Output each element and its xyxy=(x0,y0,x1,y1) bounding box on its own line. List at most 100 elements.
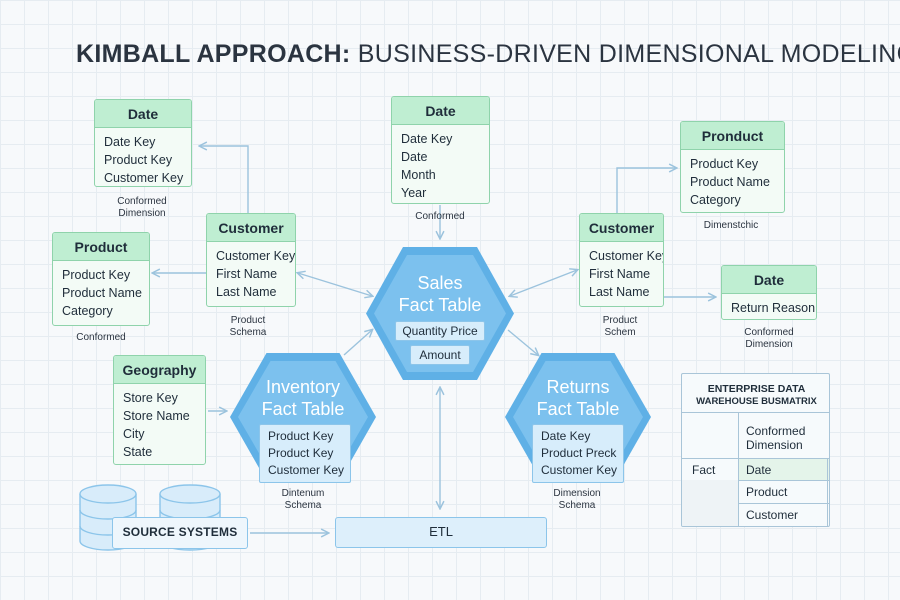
inventory-fact-title: Inventory Fact Table xyxy=(243,376,363,420)
caption-line: Conformed xyxy=(76,332,126,343)
connector-customer-to-sales xyxy=(298,273,372,296)
bus-matrix-title: ENTERPRISE DATA xyxy=(707,383,806,395)
dimension-field: State xyxy=(123,445,153,459)
source-systems-label: SOURCE SYSTEMS xyxy=(112,517,248,549)
customer-dimension-right: Customer Customer Key First Name Last Na… xyxy=(579,213,664,307)
fact-key: Customer Key xyxy=(268,463,345,477)
dimension-field: Date xyxy=(401,150,428,164)
dimension-field: Month xyxy=(401,168,436,182)
dimension-header: Customer xyxy=(580,214,663,242)
etl-box: ETL xyxy=(335,517,547,548)
dimension-field: Category xyxy=(690,193,741,207)
sales-measure-quantity-price: Quantity Price xyxy=(395,321,485,341)
geography-dimension: Geography Store Key Store Name City Stat… xyxy=(113,355,206,465)
fact-key: Product Preck xyxy=(541,446,617,460)
caption-line: Schema xyxy=(558,500,596,511)
inventory-keys: Product Key Product Key Customer Key xyxy=(259,424,351,483)
date-dimension-left: Date Date Key Product Key Customer Key xyxy=(94,99,192,187)
fact-key: Customer Key xyxy=(541,463,618,477)
caption-line: Product xyxy=(602,315,638,326)
dimension-field: Last Name xyxy=(589,285,650,299)
dimension-field: Last Name xyxy=(216,285,277,299)
connector-customer-to-date xyxy=(200,146,249,213)
dimension-header: Pronduct xyxy=(681,122,784,150)
caption-conformed-top: Conformed xyxy=(405,211,475,223)
title-rest: BUSINESS-DRIVEN DIMENSIONAL MODELING xyxy=(357,40,900,68)
sales-fact-title: Sales Fact Table xyxy=(380,272,500,316)
fact-key: Product Key xyxy=(268,429,334,443)
connector-inventory-to-sales xyxy=(343,330,372,356)
caption-line: Dimenstchic xyxy=(703,220,759,231)
returns-fact-title: Returns Fact Table xyxy=(518,376,638,420)
caption-line: Conformed xyxy=(117,196,167,207)
dimension-field: Customer Key xyxy=(216,249,296,263)
fact-title-line: Fact Table xyxy=(261,399,345,419)
product-dimension-right: Pronduct Product Key Product Name Catego… xyxy=(680,121,785,213)
date-dimension-right: Date Return Reason xyxy=(721,265,817,320)
dimension-field: Year xyxy=(401,186,427,200)
sales-measure-amount: Amount xyxy=(410,345,470,365)
dimension-field: Date Key xyxy=(401,132,453,146)
dimension-field: Customer Key xyxy=(104,171,184,185)
caption-conformed-left: Conformed xyxy=(66,332,136,344)
caption-product-schem: Product Schem xyxy=(585,315,655,339)
matrix-rule xyxy=(682,412,829,413)
bus-matrix-header: Conformed Dimension xyxy=(746,424,805,452)
page-title: KIMBALL APPROACH: BUSINESS-DRIVEN DIMENS… xyxy=(76,40,900,69)
caption-product-schema: Product Schema xyxy=(213,315,283,339)
bus-matrix-row: Date xyxy=(746,463,772,477)
matrix-rule xyxy=(738,480,829,481)
dimension-field: First Name xyxy=(589,267,651,281)
date-dimension-top: Date Date Key Date Month Year xyxy=(391,96,490,204)
returns-keys: Date Key Product Preck Customer Key xyxy=(532,424,624,483)
fact-key: Product Key xyxy=(268,446,334,460)
caption-line: Schem xyxy=(604,327,636,338)
caption-conformed-dimension-right: Conformed Dimension xyxy=(733,327,805,351)
dimension-field: Store Name xyxy=(123,409,190,423)
caption-line: Dimension xyxy=(745,339,793,350)
dimension-field: Store Key xyxy=(123,391,178,405)
dimension-field: Product Name xyxy=(690,175,770,189)
matrix-rule xyxy=(738,412,739,526)
matrix-header-line: Conformed xyxy=(746,424,806,438)
dimension-header: Customer xyxy=(207,214,295,242)
dimension-field: Product Key xyxy=(104,153,173,167)
bus-matrix-row: Customer xyxy=(746,508,799,522)
dimension-field: Date Key xyxy=(104,135,156,149)
matrix-rule xyxy=(682,458,829,459)
connector-customer-right-to-product xyxy=(616,168,676,213)
bus-matrix-shade xyxy=(682,480,738,526)
caption-line: Product xyxy=(230,315,266,326)
dimension-field: City xyxy=(123,427,145,441)
bus-matrix-shade xyxy=(738,458,829,480)
bus-matrix-row-label: Fact xyxy=(692,463,716,477)
dimension-field: First Name xyxy=(216,267,278,281)
connector-sales-to-returns xyxy=(507,329,538,355)
dimension-field: Product Name xyxy=(62,286,142,300)
dimension-header: Date xyxy=(722,266,816,294)
caption-conformed-dimension: Conformed Dimension xyxy=(106,196,178,220)
matrix-header-line: Dimension xyxy=(746,438,803,452)
dimension-field: Category xyxy=(62,304,113,318)
product-dimension-left: Product Product Key Product Name Categor… xyxy=(52,232,150,326)
dimension-field: Product Key xyxy=(62,268,131,282)
fact-title-line: Fact Table xyxy=(536,399,620,419)
caption-dintenum-schema: Dintenum Schema xyxy=(268,488,338,512)
dimension-header: Date xyxy=(392,97,489,125)
matrix-rule xyxy=(738,503,829,504)
caption-line: Conformed xyxy=(415,211,465,222)
fact-title-line: Sales xyxy=(417,273,463,293)
fact-title-line: Returns xyxy=(546,377,610,397)
customer-dimension-left: Customer Customer Key First Name Last Na… xyxy=(206,213,296,307)
caption-line: Schema xyxy=(284,500,322,511)
matrix-rule xyxy=(827,458,828,526)
caption-line: Dimension xyxy=(118,208,166,219)
dimension-header: Product xyxy=(53,233,149,261)
fact-key: Date Key xyxy=(541,429,591,443)
caption-line: Dimension xyxy=(553,488,601,499)
caption-dimension-schema: Dimension Schema xyxy=(541,488,613,512)
bus-matrix-row: Product xyxy=(746,485,788,499)
dimension-header: Geography xyxy=(114,356,205,384)
bus-matrix-subtitle: WAREHOUSE BUSMATRIX xyxy=(696,396,817,407)
